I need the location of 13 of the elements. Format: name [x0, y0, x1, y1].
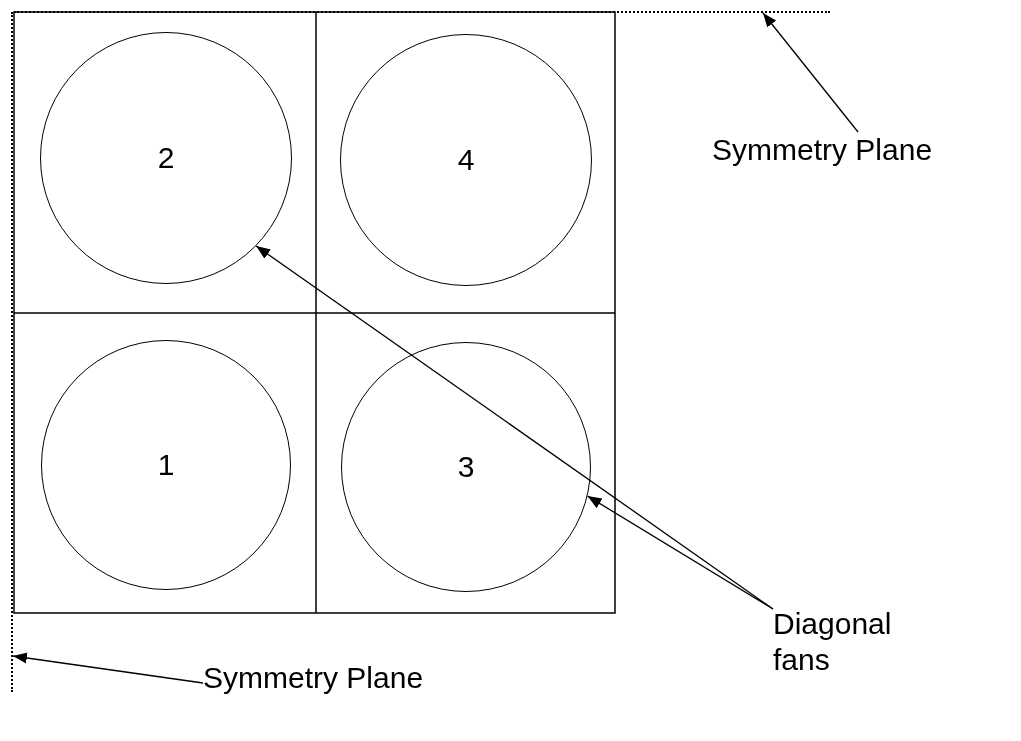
leader-arrow: [762, 12, 859, 133]
symmetry-plane-line: [14, 11, 830, 14]
fan-number: 3: [457, 450, 475, 484]
fan-number: 2: [157, 141, 175, 175]
fan-number: 4: [457, 143, 475, 177]
fan-number: 1: [157, 448, 175, 482]
leader-label: Symmetry Plane: [203, 660, 523, 700]
leader-arrow: [12, 652, 204, 684]
leader-label: Diagonal fans: [773, 606, 923, 682]
leader-label: Symmetry Plane: [712, 132, 1012, 172]
leader-arrow: [586, 495, 774, 610]
symmetry-plane-line: [11, 12, 14, 692]
leader-arrow: [255, 245, 774, 610]
